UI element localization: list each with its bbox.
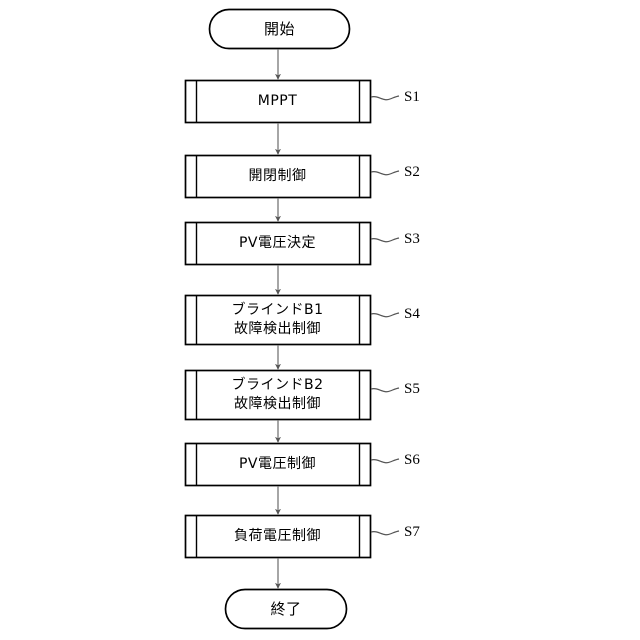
step-label-s6-text: S6 [404, 452, 420, 468]
step-label-s7: S7 [404, 525, 420, 540]
step-label-s1-text: S1 [404, 89, 420, 105]
process-box-s4 [184, 294, 372, 346]
process-box-s5 [184, 369, 372, 421]
leader-line-s2 [370, 170, 400, 176]
step-label-s2-text: S2 [404, 164, 420, 180]
leader-line-s1 [370, 95, 400, 101]
leader-line-s3 [370, 237, 400, 243]
start-terminator-shape [208, 8, 351, 50]
step-label-s7-text: S7 [404, 524, 420, 540]
leader-line-s4 [370, 312, 400, 318]
step-label-s3: S3 [404, 232, 420, 247]
step-label-s3-text: S3 [404, 231, 420, 247]
step-label-s6: S6 [404, 453, 420, 468]
process-box-s3 [184, 221, 372, 266]
step-label-s5: S5 [404, 382, 420, 397]
step-label-s4: S4 [404, 307, 420, 322]
step-label-s5-text: S5 [404, 381, 420, 397]
step-label-s2: S2 [404, 165, 420, 180]
leader-line-s5 [370, 387, 400, 393]
end-terminator-shape [224, 588, 348, 630]
process-box-s1 [184, 79, 372, 124]
leader-line-s6 [370, 458, 400, 464]
step-label-s4-text: S4 [404, 306, 420, 322]
leader-line-s7 [370, 530, 400, 536]
process-box-s6 [184, 442, 372, 487]
process-box-s7 [184, 514, 372, 559]
step-label-s1: S1 [404, 90, 420, 105]
process-box-s2 [184, 154, 372, 199]
